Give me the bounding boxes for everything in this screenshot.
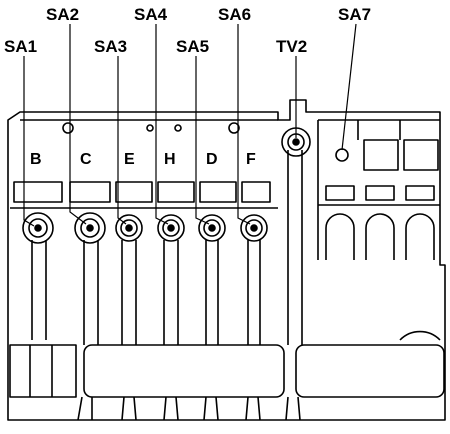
callout-sa1: SA1: [4, 37, 37, 56]
leader-sa4: [155, 24, 169, 225]
leader-sa5: [195, 56, 210, 225]
right-block-divider: [317, 120, 440, 260]
relay-arches: [325, 213, 435, 260]
mount-hole: [228, 122, 240, 134]
callout-sa6: SA6: [218, 5, 251, 24]
callout-sa7: SA7: [338, 5, 371, 24]
slot-letter-d: D: [206, 151, 218, 168]
slot-letter-e: E: [124, 151, 135, 168]
cable-sa4: [163, 240, 179, 345]
callout-tv2: TV2: [276, 37, 307, 56]
bottom-plate-right: [295, 344, 445, 398]
relay-slot: [403, 139, 439, 171]
cable-sa1: [31, 240, 47, 340]
slot-letter-c: C: [80, 151, 92, 168]
terminal-bolt-sa4: [157, 214, 185, 242]
sa7-fuse: [335, 148, 349, 162]
fuse-window: [69, 181, 111, 203]
mount-hole: [146, 124, 154, 132]
housing-outline: [7, 99, 446, 421]
leader-sa1: [23, 56, 35, 227]
callout-sa2: SA2: [46, 5, 79, 24]
right-cap: [399, 330, 441, 341]
leader-sa2: [69, 24, 87, 225]
slot-letter-h: H: [164, 151, 176, 168]
cable-sa6: [247, 240, 261, 345]
slot-letter-b: B: [30, 151, 42, 168]
leader-sa6: [237, 24, 251, 225]
cable-sa2: [83, 240, 99, 345]
fuse-window: [13, 181, 63, 203]
relay-slot: [363, 139, 399, 171]
relay-slot: [405, 185, 435, 201]
terminal-bolt-sa1: [22, 212, 54, 244]
slot-letter-f: F: [246, 151, 256, 168]
fuse-window: [157, 181, 195, 203]
bottom-plate-mid: [83, 344, 285, 398]
terminal-bolt-sa6: [240, 214, 268, 242]
cable-tv2: [287, 150, 303, 345]
leader-sa7: [341, 23, 357, 151]
cable-sa5: [205, 240, 219, 345]
fuse-window: [115, 181, 153, 203]
callout-sa4: SA4: [134, 5, 168, 24]
cable-sa3: [121, 240, 137, 345]
mount-hole: [62, 122, 74, 134]
leader-sa3: [117, 56, 127, 225]
callout-sa3: SA3: [94, 37, 127, 56]
terminal-bolt-sa2: [74, 212, 106, 244]
bottom-plate-divider: [29, 345, 53, 397]
terminal-bolt-sa3: [115, 214, 143, 242]
relay-slot: [325, 185, 355, 201]
fuse-window: [199, 181, 237, 203]
callout-sa5: SA5: [176, 37, 209, 56]
bottom-wires: [77, 396, 301, 421]
relay-slot: [365, 185, 395, 201]
terminal-bolt-sa5: [198, 214, 226, 242]
mount-hole: [174, 124, 182, 132]
bottom-plate-left: [9, 344, 77, 398]
fuse-window: [241, 181, 271, 203]
